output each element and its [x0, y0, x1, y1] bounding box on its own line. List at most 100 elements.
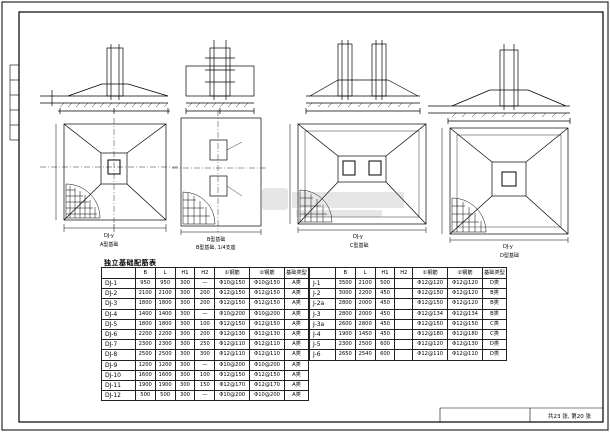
- table-cell: Φ12@150: [412, 288, 449, 300]
- table-cell: Φ10@200: [249, 308, 285, 320]
- table-cell: Φ10@150: [249, 277, 285, 290]
- column-header: B: [334, 267, 356, 279]
- table-cell: 2200: [354, 288, 376, 300]
- table-cell: 100: [194, 318, 216, 330]
- section-view-2: [185, 40, 255, 114]
- table-cell: 3000: [334, 288, 356, 300]
- table-cell: Φ12@150: [214, 369, 251, 381]
- table-cell: 450: [374, 328, 396, 341]
- plan-3-note: C型基础: [350, 243, 369, 249]
- table-cell: Φ12@120: [412, 277, 449, 290]
- table-cell: [394, 288, 414, 300]
- table-cell: Φ12@150: [249, 288, 285, 300]
- table-cell: 300: [174, 288, 196, 300]
- table-cell: 450: [374, 298, 396, 310]
- table-cell: 600: [374, 339, 396, 351]
- table-cell: A类: [283, 390, 310, 402]
- title-block-corner: [439, 407, 603, 422]
- foundation-id-cell: DJ-12: [101, 390, 136, 402]
- plan-1-caption: DJ-y: [104, 233, 114, 239]
- table-cell: [394, 349, 414, 361]
- table-cell: 300: [194, 349, 216, 361]
- table-cell: 2800: [334, 308, 356, 320]
- table-cell: 2200: [154, 328, 176, 341]
- section-view-3: [305, 40, 421, 114]
- table-cell: A类: [283, 308, 310, 320]
- section-4-hatch: [451, 112, 567, 118]
- table-cell: 1900: [154, 379, 176, 392]
- table-cell: Φ10@200: [214, 308, 251, 320]
- column-header: 基础类型: [283, 267, 310, 279]
- table-cell: D类: [481, 339, 508, 351]
- plan-1-note: A型基础: [100, 242, 119, 248]
- plan-4-note: D型基础: [500, 253, 519, 259]
- foundation-id-cell: DJ-2: [101, 288, 136, 300]
- plan-view-4: [441, 127, 569, 243]
- table-cell: [394, 328, 414, 341]
- table-cell: A类: [283, 339, 310, 351]
- table-cell: 2800: [354, 318, 376, 330]
- table-cell: 500: [134, 390, 156, 402]
- table-cell: Φ12@120: [447, 277, 483, 290]
- table-cell: 300: [174, 349, 196, 361]
- table-cell: Φ12@150: [412, 298, 449, 310]
- table-cell: 1450: [354, 328, 376, 341]
- table-cell: C类: [481, 328, 508, 341]
- plan-4-caption: DJ-y: [503, 244, 513, 250]
- table-cell: B类: [481, 298, 508, 310]
- table-cell: [394, 308, 414, 320]
- table-cell: A类: [283, 288, 310, 300]
- plan-3-rebar-corner: [299, 189, 333, 223]
- foundation-id-cell: J-2a: [309, 298, 336, 310]
- table-cell: Φ12@134: [412, 308, 449, 320]
- table-cell: 2800: [334, 298, 356, 310]
- table-cell: 950: [134, 277, 156, 290]
- table-cell: 1400: [154, 308, 176, 320]
- table-cell: 2600: [334, 318, 356, 330]
- table-cell: 2100: [134, 288, 156, 300]
- table-cell: 200: [194, 298, 216, 310]
- table-cell: A类: [283, 359, 310, 371]
- table-cell: 950: [154, 277, 176, 290]
- foundation-id-cell: DJ-6: [101, 328, 136, 341]
- plan-3-caption: DJ-y: [353, 234, 363, 240]
- table-cell: B类: [481, 308, 508, 320]
- column-header: L: [154, 267, 176, 279]
- table-cell: 200: [194, 288, 216, 300]
- table-cell: Φ12@150: [249, 298, 285, 310]
- foundation-id-cell: DJ-9: [101, 359, 136, 371]
- table-cell: A类: [283, 277, 310, 290]
- sheet-number: 共23 张, 第20 张: [548, 414, 591, 420]
- table-cell: Φ12@150: [249, 369, 285, 381]
- table-cell: Φ12@170: [249, 379, 285, 392]
- plan-4-rebar-corner: [451, 197, 487, 233]
- column-header: ②钢筋: [249, 267, 285, 279]
- plan-2-caption: B型基础: [207, 237, 226, 243]
- table-cell: 1600: [134, 369, 156, 381]
- table-cell: [394, 339, 414, 351]
- table-cell: Φ12@110: [249, 339, 285, 351]
- table-cell: 2300: [334, 339, 356, 351]
- table-cell: Φ10@200: [249, 390, 285, 402]
- column-header: [101, 267, 136, 279]
- watermark-logo: [262, 188, 404, 217]
- section-2-hatch: [187, 102, 249, 108]
- table-cell: Φ12@120: [447, 288, 483, 300]
- column-header: 基础类型: [481, 267, 508, 279]
- foundation-id-cell: DJ-8: [101, 349, 136, 361]
- table-cell: 300: [174, 277, 196, 290]
- plan-2-note: B型基础, 1/4支座: [196, 245, 236, 251]
- table-cell: —: [194, 390, 216, 402]
- table-cell: Φ12@130: [214, 328, 251, 341]
- table-cell: Φ12@150: [214, 298, 251, 310]
